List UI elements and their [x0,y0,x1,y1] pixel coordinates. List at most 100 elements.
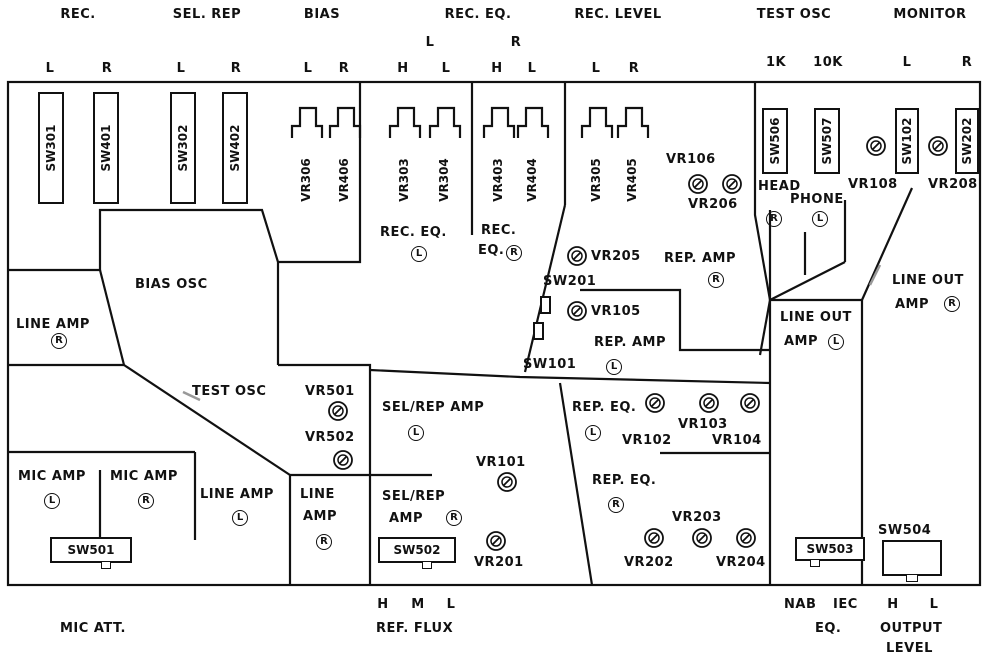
line-out-r-badge: R [944,296,960,312]
monitor-l: L [902,55,912,70]
monitor-r: R [961,55,973,70]
eq-iec: IEC [833,597,858,612]
mic-att-label: MIC ATT. [60,621,126,636]
rep-amp-r-badge: R [708,272,724,288]
rep-eq-l-badge: L [585,425,601,441]
vr305-shape [580,106,614,140]
vr201-label: VR201 [474,555,524,570]
rep-amp-l-badge: L [606,359,622,375]
line-amp-l-badge: L [232,510,248,526]
rec-eq-sub-r: R [510,35,522,50]
vr202-label: VR202 [624,555,674,570]
eq-nab: NAB [784,597,817,612]
line-out-l-badge: L [828,334,844,350]
test-osc-header: TEST OSC [756,7,832,22]
sw201-switch[interactable] [540,296,551,314]
vr304-label: VR304 [437,158,451,202]
vr108-knob [866,136,886,156]
sw301-switch[interactable]: SW301 [38,92,64,204]
vr303-label: VR303 [397,158,411,202]
vr105-knob [567,301,587,321]
sel-rep-amp-l-badge: L [408,425,424,441]
vr208-knob [928,136,948,156]
vr303-shape [388,106,422,140]
vr204-label: VR204 [716,555,766,570]
vr405-shape [616,106,650,140]
vr201-knob [486,531,506,551]
rep-amp-l-label: REP. AMP [594,335,667,350]
panel-border [6,80,982,587]
rec-eq-r-h: H [491,61,503,76]
vr406-label: VR406 [337,158,351,202]
rec-eq-r-l: L [527,61,537,76]
output-label: OUTPUT [880,621,943,636]
vr101-label: VR101 [476,455,526,470]
sw302-switch[interactable]: SW302 [170,92,196,204]
sel-rep-amp-r-badge: R [446,510,462,526]
phone-label: PHONE [790,192,844,207]
vr106-label: VR106 [666,152,716,167]
vr501-label: VR501 [305,384,355,399]
rec-eq-l-label: REC. EQ. [380,225,447,240]
sw504-label: SW504 [878,523,932,538]
vr403-shape [482,106,516,140]
vr105-label: VR105 [591,304,641,319]
head-label: HEAD [758,179,801,194]
vr205-label: VR205 [591,249,641,264]
vr208-label: VR208 [928,177,978,192]
vr404-label: VR404 [525,158,539,202]
rec-level-header: REC. LEVEL [574,7,662,22]
rec-eq-header: REC. EQ. [444,7,512,22]
sw201-label: SW201 [543,274,597,289]
vr204-knob [736,528,756,548]
sw401-switch[interactable]: SW401 [93,92,119,204]
bias-osc-label: BIAS OSC [135,277,208,292]
rep-eq-r-badge: R [608,497,624,513]
line-amp-l-label: LINE AMP [200,487,274,502]
rec-eq-r-label: EQ. [478,243,505,258]
vr501-knob [328,401,348,421]
sw202-switch[interactable]: SW202 [955,108,979,174]
line-amp-r2-label: LINE [300,487,335,502]
vr103-knob [699,393,719,413]
vr203-label: VR203 [672,510,722,525]
sw102-switch[interactable]: SW102 [895,108,919,174]
vr103-label: VR103 [678,417,728,432]
rec-level-r: R [628,61,640,76]
rec-eq-r-label-top: REC. [481,223,517,238]
sw502-switch[interactable]: SW502 [378,537,456,563]
vr403-label: VR403 [491,158,505,202]
vr502-label: VR502 [305,430,355,445]
rec-eq-l-l: L [441,61,451,76]
test-osc-label: TEST OSC [192,384,267,399]
sw402-switch[interactable]: SW402 [222,92,248,204]
vr102-knob [645,393,665,413]
sw501-knob [101,561,111,569]
rec-eq-sub-l: L [425,35,435,50]
sw503-switch[interactable]: SW503 [795,537,865,561]
mic-amp-l-badge: L [44,493,60,509]
ref-flux-m: M [411,597,425,612]
sw506-switch[interactable]: SW506 [762,108,788,174]
sw501-switch[interactable]: SW501 [50,537,132,563]
rec-level-l: L [591,61,601,76]
line-amp-r-label: LINE AMP [16,317,90,332]
rec-eq-l-h: H [397,61,409,76]
rep-eq-r-label: REP. EQ. [592,473,657,488]
mic-amp-r-badge: R [138,493,154,509]
sw507-switch[interactable]: SW507 [814,108,840,174]
line-amp-r2-amp: AMP [303,509,338,524]
line-amp-r-badge: R [51,333,67,349]
vr405-label: VR405 [625,158,639,202]
vr304-shape [428,106,462,140]
output-l: L [929,597,939,612]
monitor-header: MONITOR [893,7,967,22]
vr502-knob [333,450,353,470]
vr101-knob [497,472,517,492]
sw504-switch[interactable] [882,540,942,576]
level-label: LEVEL [886,641,933,656]
rec-header: REC. [60,7,96,22]
sw101-switch[interactable] [533,322,544,340]
eq-label: EQ. [815,621,842,636]
test-osc-10k: 10K [813,55,843,70]
